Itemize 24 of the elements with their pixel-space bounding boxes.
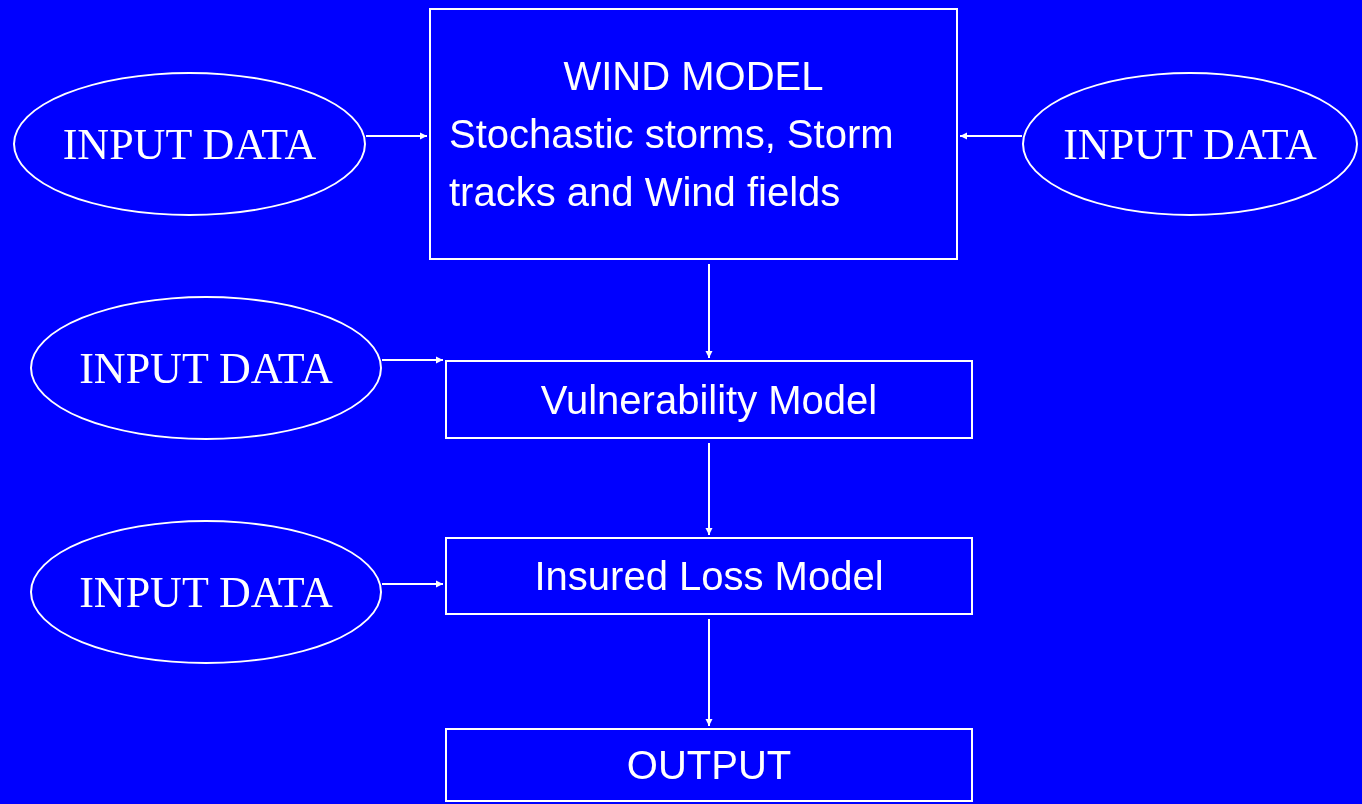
box-heading: WIND MODEL <box>562 53 825 100</box>
box-label: Vulnerability Model <box>540 376 878 424</box>
arrow <box>381 580 444 588</box>
arrow <box>381 356 444 364</box>
input-ellipse <box>13 72 366 216</box>
input-ellipse <box>30 520 382 664</box>
box-label: OUTPUT <box>626 742 792 789</box>
input-ellipse <box>1022 72 1358 216</box>
node-label: INPUT DATA <box>79 566 333 618</box>
arrow <box>705 263 713 359</box>
node-label: INPUT DATA <box>1063 118 1317 170</box>
arrow <box>959 132 1023 140</box>
process-box <box>445 537 973 615</box>
node-label: INPUT DATA <box>79 342 333 394</box>
box-label: Insured Loss Model <box>534 553 884 600</box>
process-box <box>445 728 973 802</box>
arrow <box>365 132 428 140</box>
arrow <box>705 618 713 727</box>
arrow <box>705 442 713 536</box>
box-text: Stochastic storms, Storm tracks and Wind fields <box>449 111 895 216</box>
node-label: INPUT DATA <box>62 118 317 170</box>
input-ellipse <box>30 296 382 440</box>
process-box <box>429 8 958 260</box>
process-box <box>445 360 973 439</box>
